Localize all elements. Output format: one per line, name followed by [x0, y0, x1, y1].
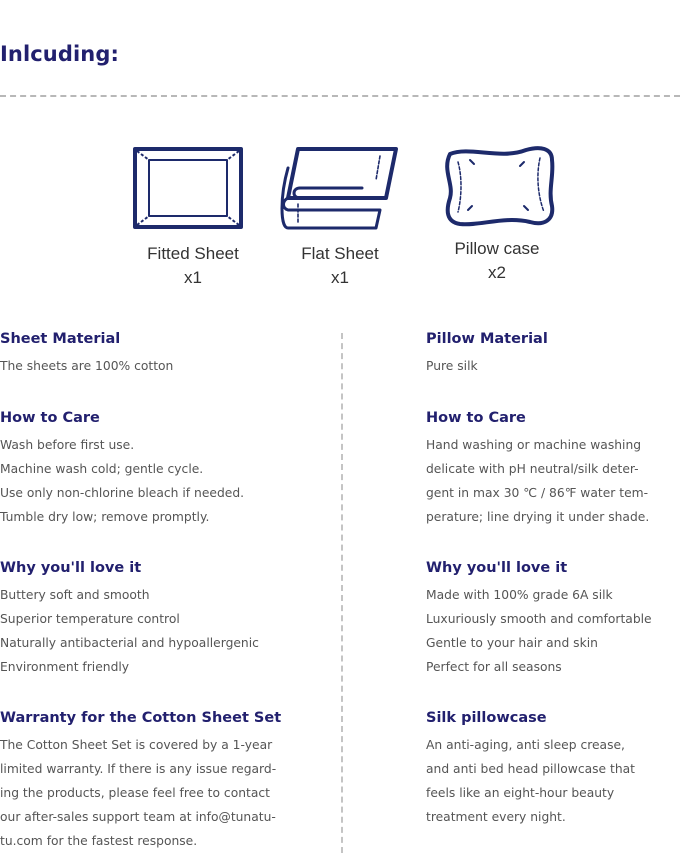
- section-line: Environment friendly: [0, 660, 130, 674]
- section-line: Buttery soft and smooth: [0, 588, 150, 602]
- section-line: gent in max 30 ℃ / 86℉ water tem-: [426, 486, 649, 500]
- section-line: Pure silk: [426, 359, 478, 373]
- flat-sheet-icon: [280, 147, 398, 230]
- item-quantity: x2: [488, 263, 506, 282]
- section-line: delicate with pH neutral/silk deter-: [426, 462, 639, 476]
- section-heading: Why you'll love it: [426, 560, 568, 576]
- section-heading: How to Care: [426, 410, 526, 426]
- item-name: Fitted Sheet: [147, 244, 239, 263]
- section-line: Use only non-chlorine bleach if needed.: [0, 486, 245, 500]
- page-title: Inlcuding:: [0, 42, 119, 66]
- section-line: Wash before first use.: [0, 438, 135, 452]
- section-line: Naturally antibacterial and hypoallergen…: [0, 636, 259, 650]
- item-quantity: x1: [184, 268, 202, 287]
- section-line: The sheets are 100% cotton: [0, 359, 174, 373]
- section-divider: [0, 95, 680, 97]
- section-line: tu.com for the fastest response.: [0, 834, 198, 848]
- section-line: treatment every night.: [426, 810, 566, 824]
- section-heading: Why you'll love it: [0, 560, 142, 576]
- section-line: Tumble dry low; remove promptly.: [0, 510, 210, 524]
- item-name: Pillow case: [454, 239, 540, 258]
- pillow-love-section: Why you'll love it Made with 100% grade …: [426, 559, 652, 679]
- item-pillow-case: Pillow case x2: [417, 237, 577, 285]
- sheet-material-section: Sheet Material The sheets are 100% cotto…: [0, 330, 173, 378]
- pillow-care-section: How to Care Hand washing or machine wash…: [426, 409, 649, 529]
- section-heading: Pillow Material: [426, 331, 548, 347]
- sheet-care-section: How to Care Wash before first use. Machi…: [0, 409, 244, 529]
- silk-pillowcase-section: Silk pillowcase An anti-aging, anti slee…: [426, 709, 635, 829]
- section-line: feels like an eight-hour beauty: [426, 786, 615, 800]
- pillow-material-section: Pillow Material Pure silk: [426, 330, 548, 378]
- section-line: Gentle to your hair and skin: [426, 636, 598, 650]
- section-line: The Cotton Sheet Set is covered by a 1-y…: [0, 738, 273, 752]
- section-line: our after-sales support team at info@tun…: [0, 810, 276, 824]
- pillow-case-icon: [445, 146, 555, 227]
- section-line: limited warranty. If there is any issue …: [0, 762, 277, 776]
- item-flat-sheet: Flat Sheet x1: [260, 242, 420, 290]
- fitted-sheet-icon: [133, 147, 243, 229]
- section-heading: Warranty for the Cotton Sheet Set: [0, 710, 282, 726]
- warranty-section: Warranty for the Cotton Sheet Set The Co…: [0, 709, 281, 853]
- item-name: Flat Sheet: [301, 244, 379, 263]
- section-line: perature; line drying it under shade.: [426, 510, 650, 524]
- sheet-love-section: Why you'll love it Buttery soft and smoo…: [0, 559, 259, 679]
- section-line: and anti bed head pillowcase that: [426, 762, 635, 776]
- item-fitted-sheet: Fitted Sheet x1: [113, 242, 273, 290]
- section-line: Made with 100% grade 6A silk: [426, 588, 613, 602]
- section-line: Machine wash cold; gentle cycle.: [0, 462, 204, 476]
- section-line: Perfect for all seasons: [426, 660, 562, 674]
- item-quantity: x1: [331, 268, 349, 287]
- section-line: Hand washing or machine washing: [426, 438, 642, 452]
- section-line: ing the products, please feel free to co…: [0, 786, 270, 800]
- section-line: An anti-aging, anti sleep crease,: [426, 738, 625, 752]
- section-line: Superior temperature control: [0, 612, 180, 626]
- column-divider: [341, 333, 343, 853]
- section-line: Luxuriously smooth and comfortable: [426, 612, 652, 626]
- section-heading: Sheet Material: [0, 331, 121, 347]
- section-heading: Silk pillowcase: [426, 710, 547, 726]
- section-heading: How to Care: [0, 410, 100, 426]
